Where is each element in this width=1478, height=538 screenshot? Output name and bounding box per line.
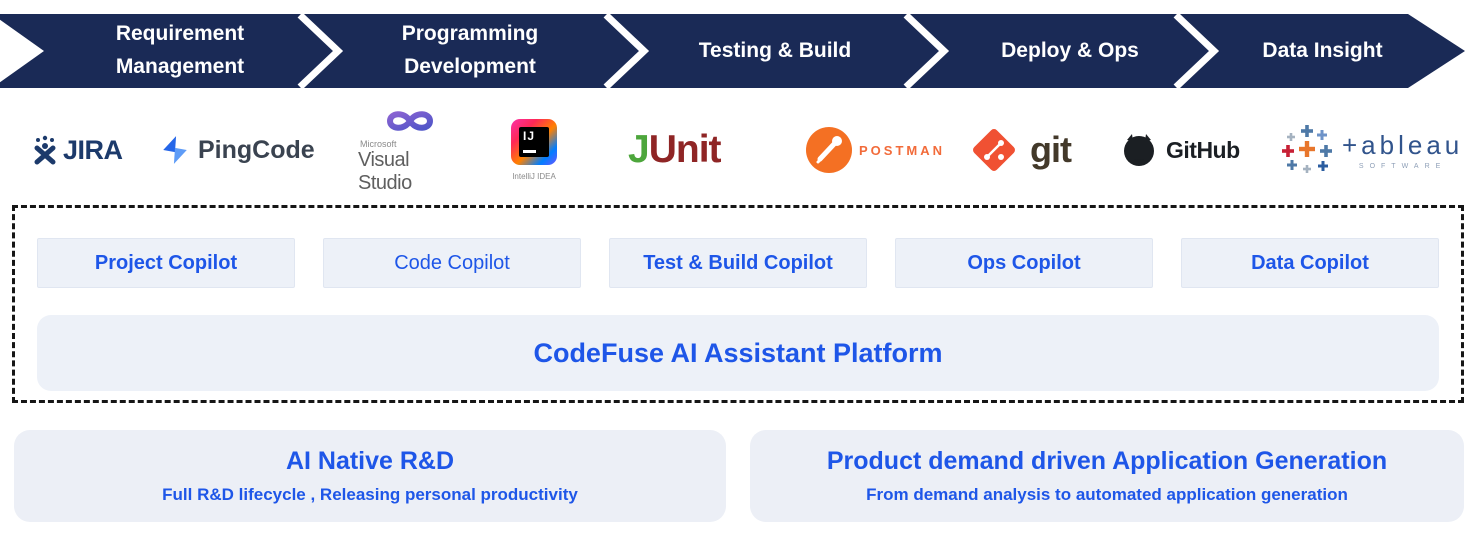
- project-copilot-button[interactable]: Project Copilot: [37, 238, 295, 288]
- jira-icon: [34, 135, 56, 165]
- stage-deploy-ops: Deploy & Ops: [1001, 38, 1139, 62]
- junit-unit-letters: Unit: [648, 128, 722, 171]
- card-subtitle: From demand analysis to automated applic…: [866, 485, 1348, 504]
- intellij-logo: IJ IntelliJ IDEA: [503, 100, 565, 200]
- junit-wordmark: JUnit: [628, 128, 722, 172]
- github-logo: GitHub: [1120, 100, 1240, 200]
- postman-logo: POSTMAN: [806, 100, 945, 200]
- stage-banner: Requirement Management Programming Devel…: [0, 0, 1478, 100]
- visual-studio-icon: [387, 111, 433, 131]
- ai-native-rd-card: AI Native R&D Full R&D lifecycle , Relea…: [14, 430, 726, 522]
- git-icon: [970, 126, 1018, 174]
- github-icon: [1124, 134, 1154, 166]
- jira-logo: JIRA: [30, 100, 123, 200]
- tableau-logo: +ableau SOFTWARE: [1276, 100, 1463, 200]
- tableau-software-caption: SOFTWARE: [1358, 163, 1447, 170]
- stage-requirement-management: Requirement Management: [115, 22, 245, 78]
- pingcode-wordmark: PingCode: [198, 135, 315, 164]
- codefuse-platform-bar: CodeFuse AI Assistant Platform: [37, 315, 1439, 391]
- pingcode-logo: PingCode: [160, 100, 315, 200]
- card-subtitle: Full R&D lifecycle , Releasing personal …: [162, 485, 578, 504]
- junit-j-letter: J: [628, 128, 650, 171]
- junit-logo: JUnit: [628, 100, 722, 200]
- codefuse-copilot-layer: Project Copilot Code Copilot Test & Buil…: [12, 205, 1464, 403]
- visual-studio-logo: Microsoft Visual Studio: [358, 100, 462, 200]
- stage-arrow-band: [0, 12, 1465, 90]
- data-copilot-button[interactable]: Data Copilot: [1181, 238, 1439, 288]
- postman-icon: [806, 127, 852, 173]
- intellij-icon: IJ: [511, 119, 557, 165]
- card-title: Product demand driven Application Genera…: [826, 447, 1388, 475]
- tableau-icon: [1282, 125, 1332, 173]
- tools-logo-row: JIRA PingCode Microsoft Visual Studio: [0, 100, 1478, 200]
- stage-programming-development: Programming Development: [401, 22, 539, 78]
- git-wordmark: git: [1030, 129, 1072, 170]
- intellij-badge-text: IJ: [523, 129, 536, 143]
- application-generation-card: Product demand driven Application Genera…: [750, 430, 1464, 522]
- intellij-caption: IntelliJ IDEA: [512, 172, 556, 181]
- postman-wordmark: POSTMAN: [859, 142, 945, 158]
- code-copilot-button[interactable]: Code Copilot: [323, 238, 581, 288]
- pingcode-icon: [163, 136, 187, 164]
- test-build-copilot-button[interactable]: Test & Build Copilot: [609, 238, 867, 288]
- github-wordmark: GitHub: [1166, 136, 1240, 163]
- visual-studio-wordmark: Visual Studio: [358, 149, 412, 194]
- card-title: AI Native R&D: [285, 447, 455, 475]
- ops-copilot-button[interactable]: Ops Copilot: [895, 238, 1153, 288]
- stage-testing-build: Testing & Build: [698, 38, 852, 62]
- git-logo: git: [970, 100, 1072, 200]
- tableau-wordmark: +ableau: [1342, 130, 1464, 160]
- copilot-button-row: Project Copilot Code Copilot Test & Buil…: [15, 238, 1461, 288]
- visual-studio-microsoft-label: Microsoft: [360, 139, 397, 149]
- stage-data-insight: Data Insight: [1262, 38, 1383, 62]
- jira-wordmark: JIRA: [63, 134, 123, 165]
